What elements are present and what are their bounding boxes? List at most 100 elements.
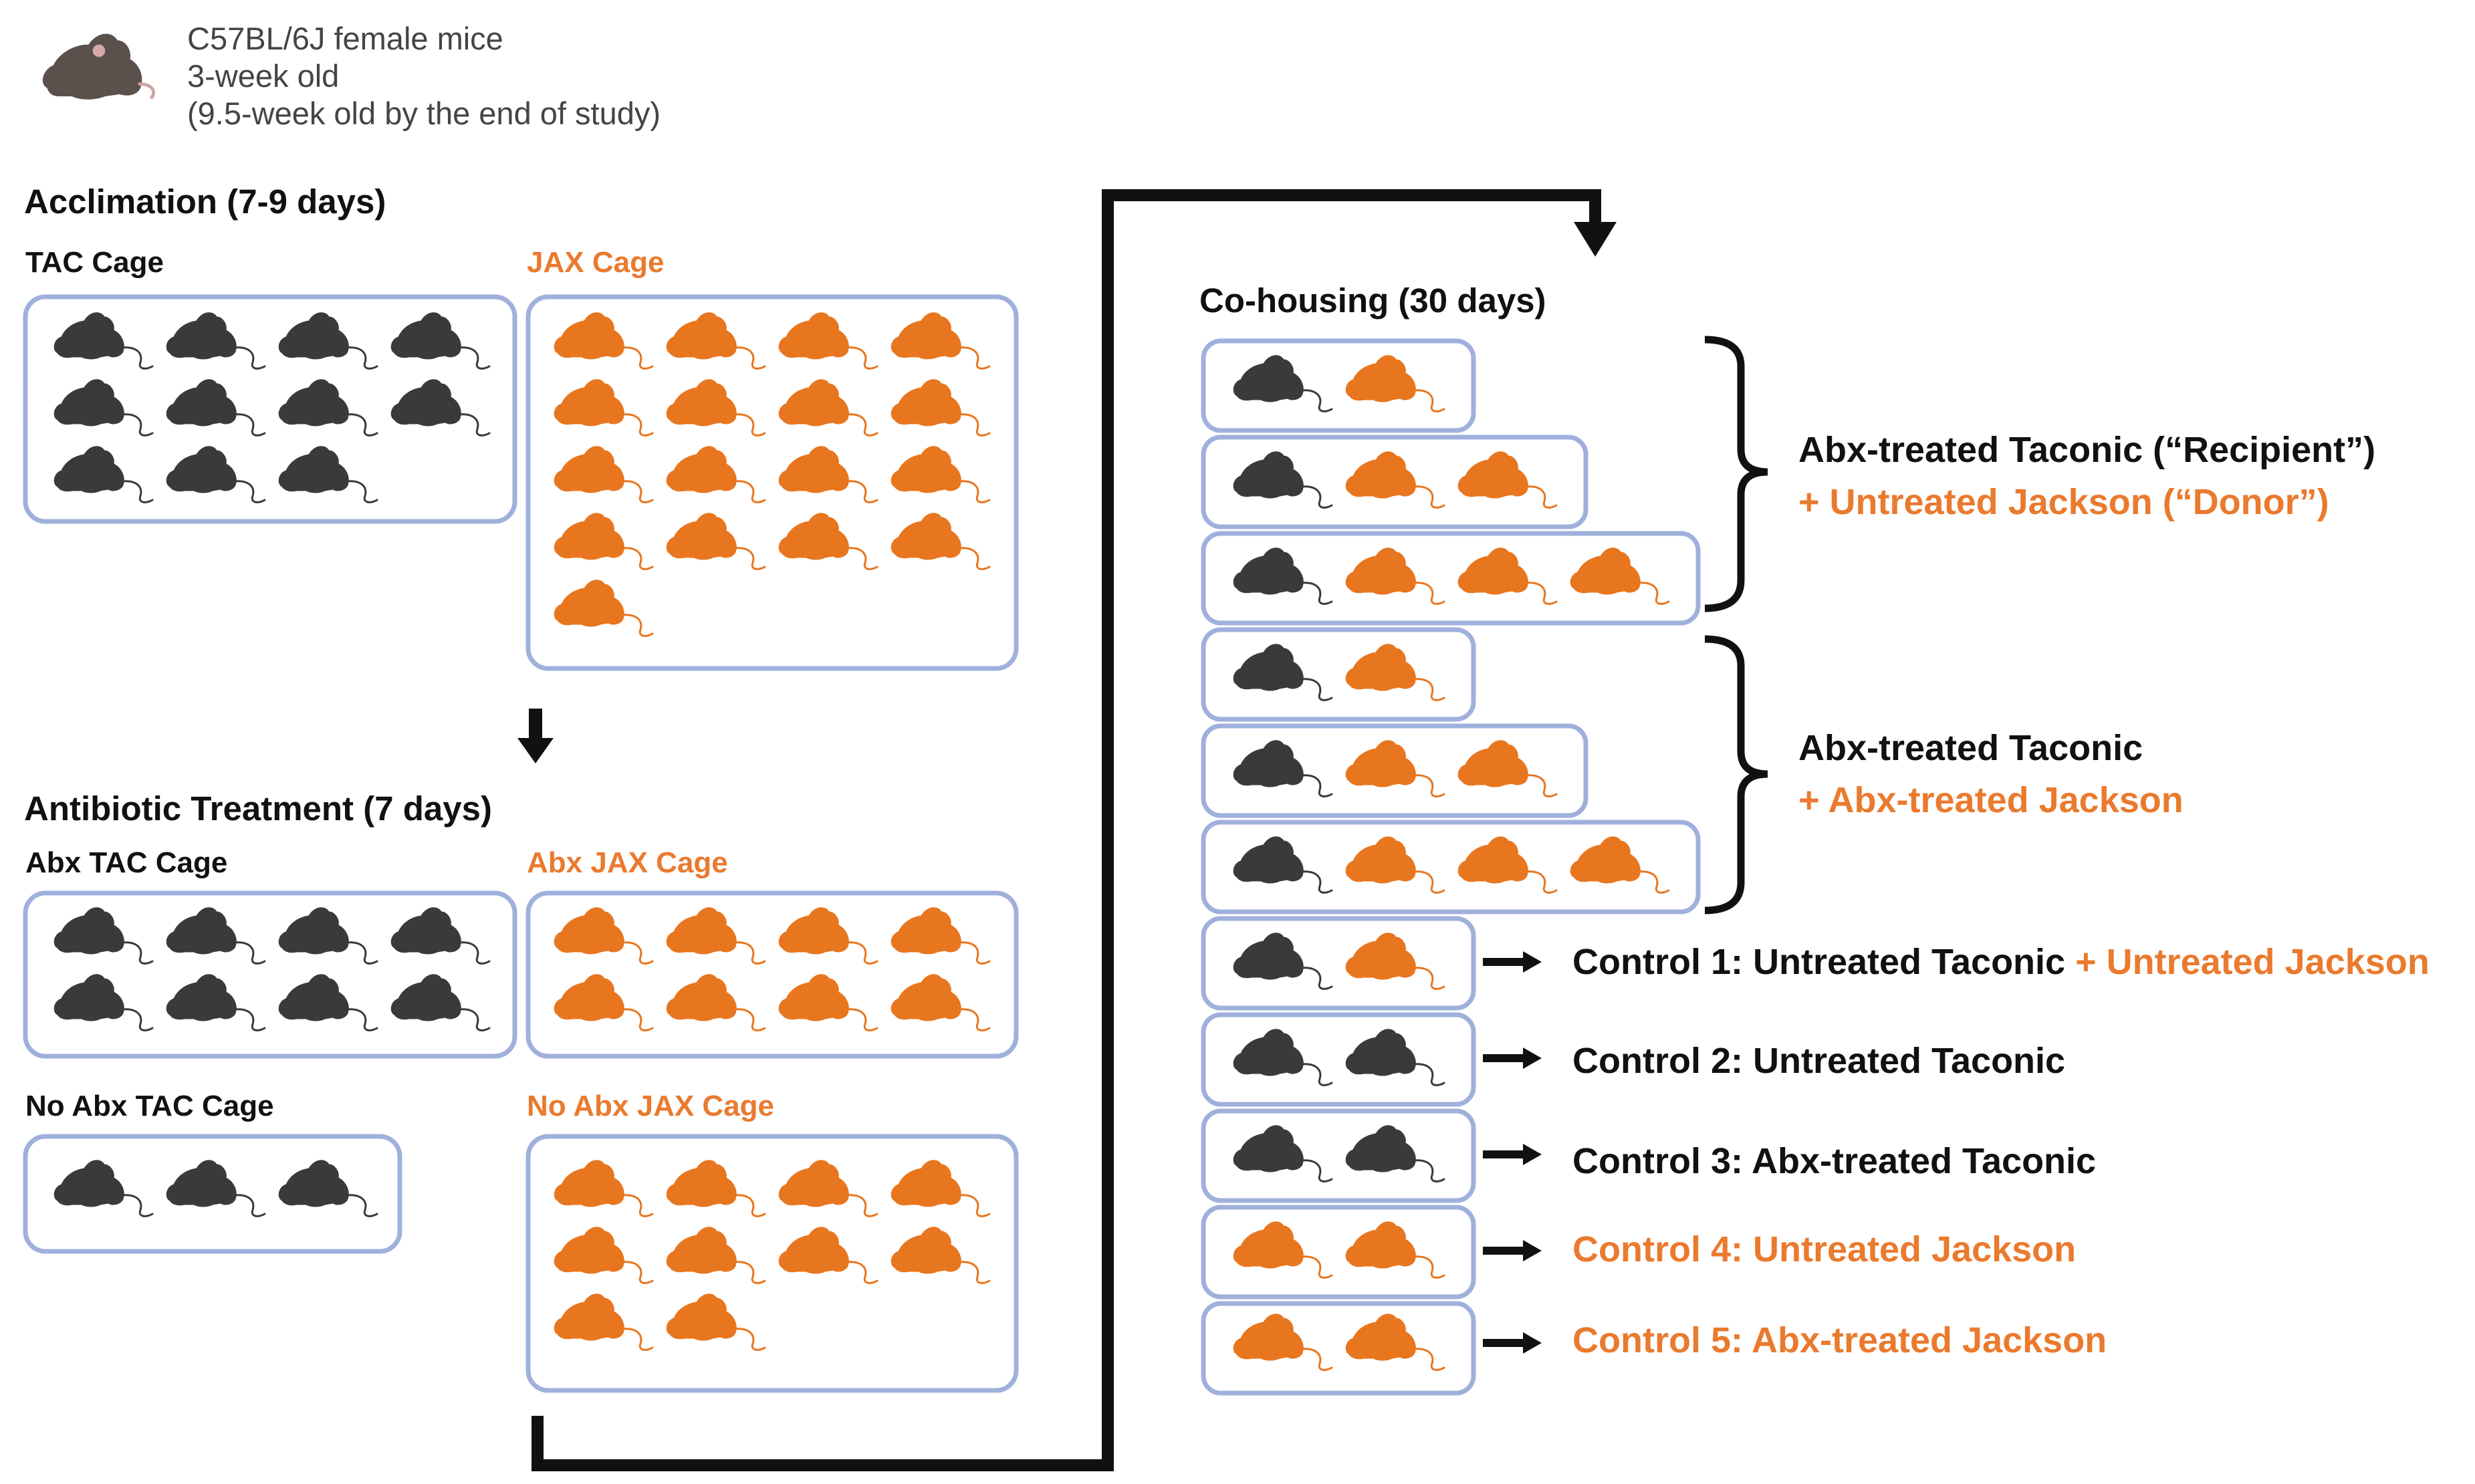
mouse-jax-acclimation-7 (778, 378, 878, 437)
mouse-noabx-jax-4 (890, 1159, 991, 1217)
control-1-arrow-icon (1483, 951, 1542, 973)
header-mouse-icon (42, 33, 155, 100)
mouse-cohousing-9-2 (1344, 1124, 1445, 1183)
cage-abx-tac (23, 890, 517, 1059)
mouse-cohousing-6-2 (1344, 836, 1445, 894)
cage-noabx-jax (525, 1134, 1019, 1393)
group1-donor-label: + Untreated Jackson (“Donor”) (1798, 482, 2329, 522)
mouse-abx-tac-1 (53, 906, 154, 965)
cohousing-cage-11 (1201, 1301, 1476, 1396)
mouse-jax-acclimation-5 (553, 378, 654, 437)
end-age-label: (9.5-week old by the end of study) (187, 96, 661, 131)
mouse-abx-jax-5 (553, 973, 654, 1031)
control-1-jackson-text: + Untreated Jackson (2065, 942, 2430, 982)
mouse-cohousing-8-1 (1232, 1028, 1333, 1086)
mouse-noabx-jax-1 (553, 1159, 654, 1217)
mouse-noabx-jax-2 (665, 1159, 766, 1217)
mouse-cohousing-7-1 (1232, 932, 1333, 990)
cohousing-cages (1201, 338, 1701, 1396)
mouse-abx-tac-8 (390, 973, 491, 1031)
mouse-cohousing-1-2 (1344, 354, 1445, 412)
mouse-noabx-jax-3 (778, 1159, 878, 1217)
mouse-cohousing-1-1 (1232, 354, 1333, 412)
age-label: 3-week old (187, 58, 340, 94)
mouse-cohousing-6-1 (1232, 836, 1333, 894)
mouse-abx-jax-3 (778, 906, 878, 965)
mouse-tac-acclimation-1 (53, 312, 154, 370)
mouse-tac-acclimation-5 (53, 378, 154, 437)
flow-connector (532, 189, 1617, 1471)
control-4-arrow-icon (1483, 1240, 1542, 1261)
mouse-abx-tac-3 (277, 906, 378, 965)
mouse-tac-acclimation-7 (277, 378, 378, 437)
mouse-tac-acclimation-10 (165, 445, 266, 503)
cohousing-cage-4 (1201, 627, 1476, 722)
mouse-noabx-jax-7 (778, 1226, 878, 1284)
tac-cage-label: TAC Cage (25, 246, 164, 279)
mouse-jax-acclimation-14 (665, 512, 766, 570)
mouse-abx-jax-8 (890, 973, 991, 1031)
mouse-jax-acclimation-6 (665, 378, 766, 437)
cohousing-title: Co-housing (30 days) (1199, 281, 1546, 320)
mouse-cohousing-7-2 (1344, 932, 1445, 990)
cohousing-cage-1 (1201, 338, 1476, 433)
mouse-cohousing-8-2 (1344, 1028, 1445, 1086)
mouse-abx-jax-4 (890, 906, 991, 965)
mouse-jax-acclimation-2 (665, 312, 766, 370)
abx-tac-cage-label: Abx TAC Cage (25, 846, 228, 879)
mouse-tac-acclimation-3 (277, 312, 378, 370)
cohousing-cage-7 (1201, 916, 1476, 1011)
mouse-noabx-jax-5 (553, 1226, 654, 1284)
mouse-jax-acclimation-12 (890, 445, 991, 503)
control-5-arrow-icon (1483, 1332, 1542, 1354)
cage-abx-jax (525, 890, 1019, 1059)
mouse-abx-tac-4 (390, 906, 491, 965)
cage-tac-acclimation (23, 294, 517, 524)
mouse-tac-acclimation-8 (390, 378, 491, 437)
down-arrow-icon (517, 709, 554, 763)
mouse-jax-acclimation-4 (890, 312, 991, 370)
mouse-abx-tac-2 (165, 906, 266, 965)
mouse-jax-acclimation-15 (778, 512, 878, 570)
mouse-jax-acclimation-11 (778, 445, 878, 503)
mouse-abx-tac-5 (53, 973, 154, 1031)
group1-recipient-label: Abx-treated Taconic (“Recipient”) (1798, 430, 2376, 470)
mouse-cohousing-5-2 (1344, 739, 1445, 797)
mouse-cohousing-10-1 (1232, 1221, 1333, 1279)
mouse-abx-jax-6 (665, 973, 766, 1031)
strain-label: C57BL/6J female mice (187, 21, 503, 56)
brace-group-2-icon (1704, 635, 1768, 914)
mouse-cohousing-5-3 (1457, 739, 1558, 797)
mouse-tac-acclimation-6 (165, 378, 266, 437)
noabx-tac-cage-label: No Abx TAC Cage (25, 1090, 274, 1122)
antibiotic-title: Antibiotic Treatment (7 days) (24, 789, 492, 828)
mouse-cohousing-4-1 (1232, 643, 1333, 701)
control-4-label: Control 4: Untreated Jackson (1572, 1229, 2077, 1269)
jax-cage-label: JAX Cage (527, 246, 665, 279)
mouse-tac-acclimation-9 (53, 445, 154, 503)
acclimation-title: Acclimation (7-9 days) (24, 182, 386, 221)
cage-jax-acclimation (525, 294, 1019, 671)
mouse-noabx-tac-2 (165, 1159, 266, 1217)
noabx-jax-cage-label: No Abx JAX Cage (527, 1090, 775, 1122)
control-2-arrow-icon (1483, 1047, 1542, 1069)
mouse-cohousing-2-2 (1344, 451, 1445, 509)
mouse-tac-acclimation-2 (165, 312, 266, 370)
mouse-cohousing-2-1 (1232, 451, 1333, 509)
mouse-cohousing-3-1 (1232, 547, 1333, 605)
mouse-noabx-tac-1 (53, 1159, 154, 1217)
mouse-jax-acclimation-17 (553, 579, 654, 637)
cohousing-cage-2 (1201, 435, 1588, 529)
mouse-noabx-jax-10 (665, 1293, 766, 1351)
mouse-noabx-jax-6 (665, 1226, 766, 1284)
group2-recipient-label: Abx-treated Taconic (1798, 728, 2143, 768)
cohousing-cage-8 (1201, 1012, 1476, 1107)
mouse-abx-jax-1 (553, 906, 654, 965)
mouse-abx-tac-7 (277, 973, 378, 1031)
mouse-abx-jax-7 (778, 973, 878, 1031)
mouse-cohousing-3-3 (1457, 547, 1558, 605)
mouse-jax-acclimation-13 (553, 512, 654, 570)
abx-jax-cage-label: Abx JAX Cage (527, 846, 728, 879)
